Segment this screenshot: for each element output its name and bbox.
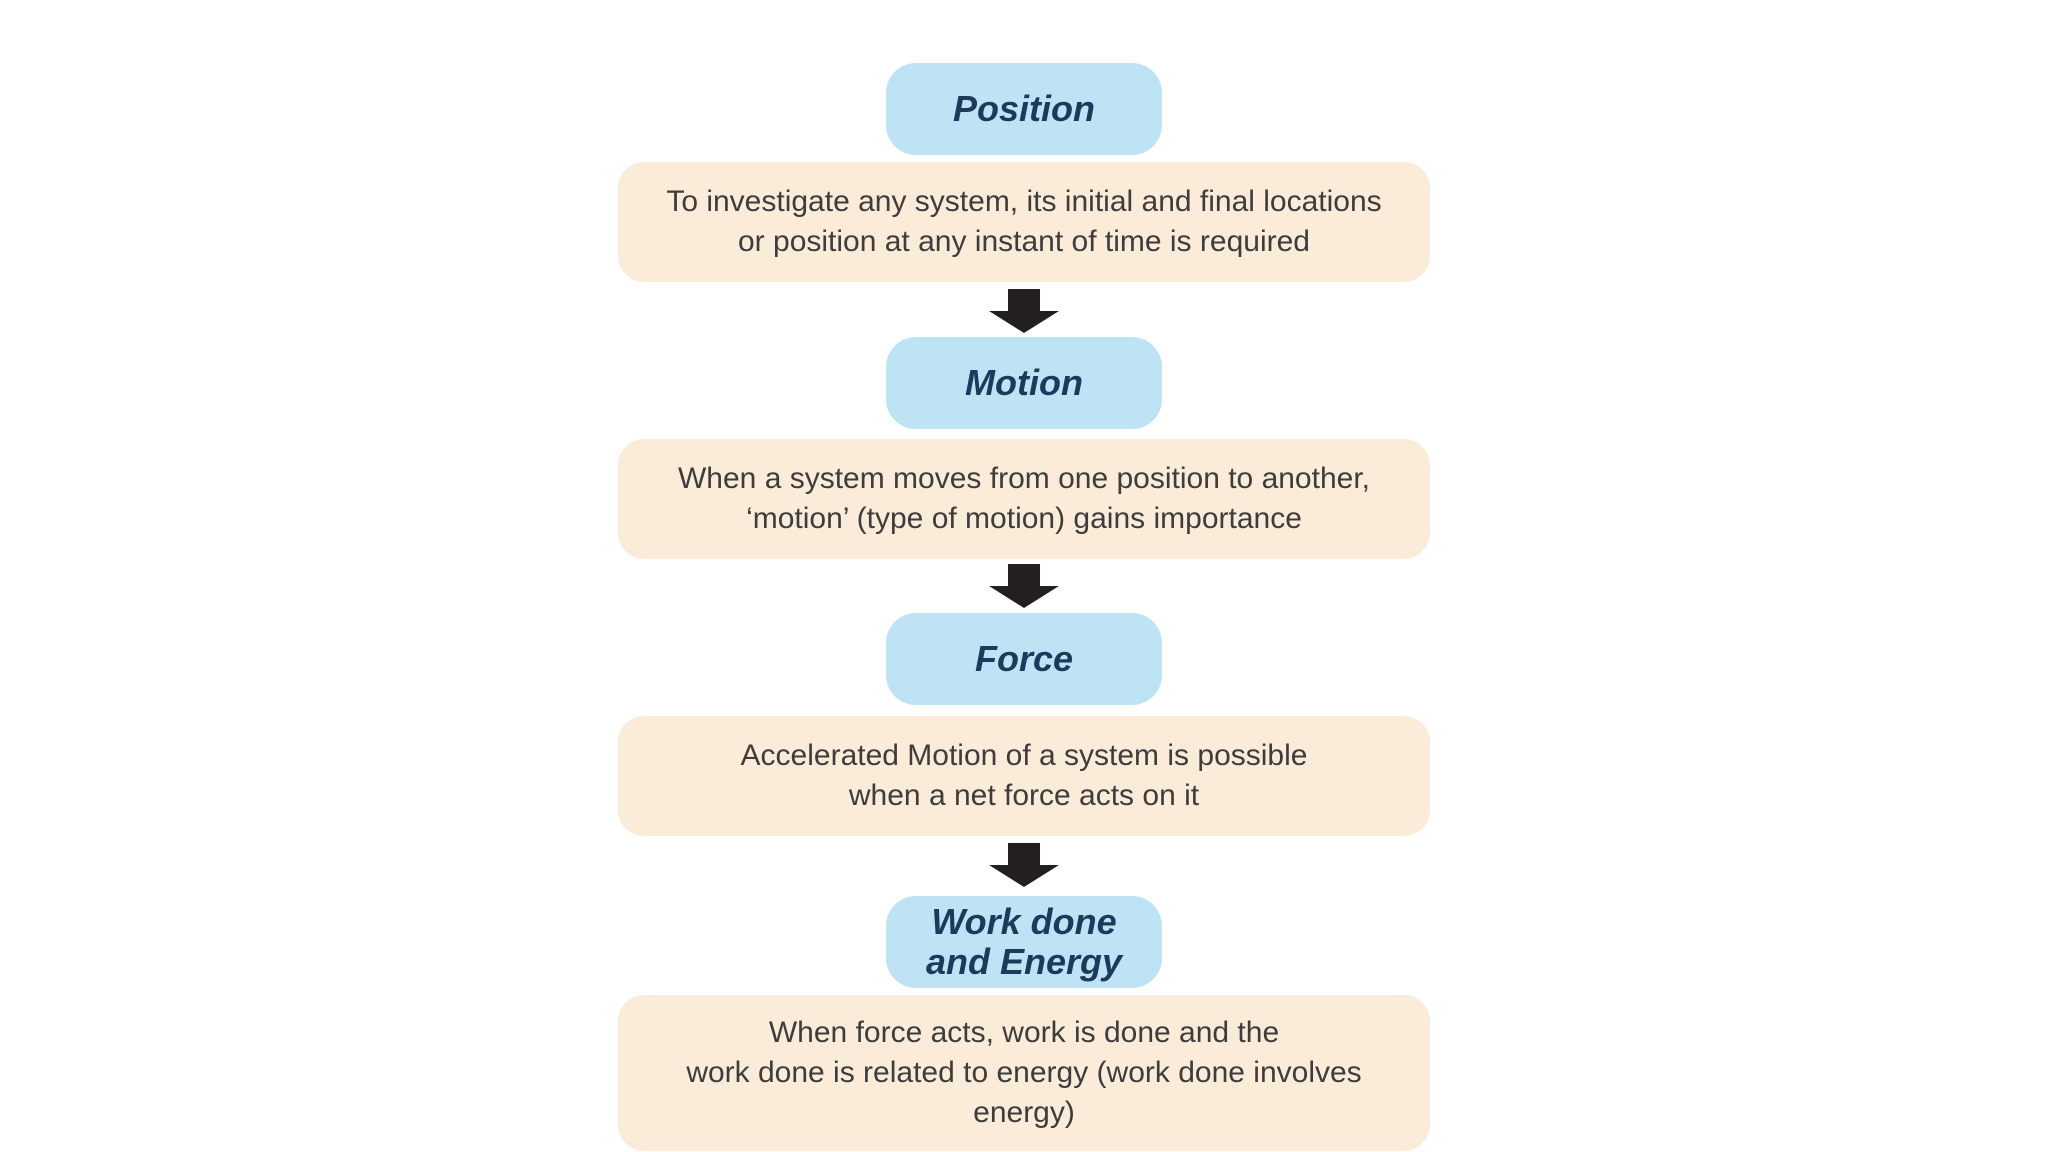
stage-description-box-position: To investigate any system, its initial a… [618,162,1430,282]
stage-box-force: Force [886,613,1162,705]
stage-description-box-work-done-and-energy: When force acts, work is done and the wo… [618,995,1430,1151]
down-arrow-icon [989,289,1059,333]
arrow-stem [1008,289,1040,311]
down-arrow-icon [989,564,1059,608]
stage-title: Force [974,638,1074,679]
stage-description: When a system moves from one position to… [677,462,1370,535]
stage-box-work-done-and-energy: Work done and Energy [886,896,1162,988]
arrow-head [989,865,1059,887]
stage-description-box-motion: When a system moves from one position to… [618,439,1430,559]
stage-description-box-force: Accelerated Motion of a system is possib… [618,716,1430,836]
stage-description: To investigate any system, its initial a… [666,185,1382,258]
arrow-stem [1008,843,1040,865]
stage-box-position: Position [886,63,1162,155]
stage-title: Motion [965,362,1083,403]
arrow-stem [1008,564,1040,586]
arrow-head [989,586,1059,608]
stage-description: When force acts, work is done and the wo… [686,1016,1362,1129]
stage-description: Accelerated Motion of a system is possib… [740,739,1308,812]
stage-title: Work done and Energy [925,901,1123,982]
down-arrow-icon [989,843,1059,887]
arrow-head [989,311,1059,333]
stage-box-motion: Motion [886,337,1162,429]
stage-title: Position [953,88,1095,129]
